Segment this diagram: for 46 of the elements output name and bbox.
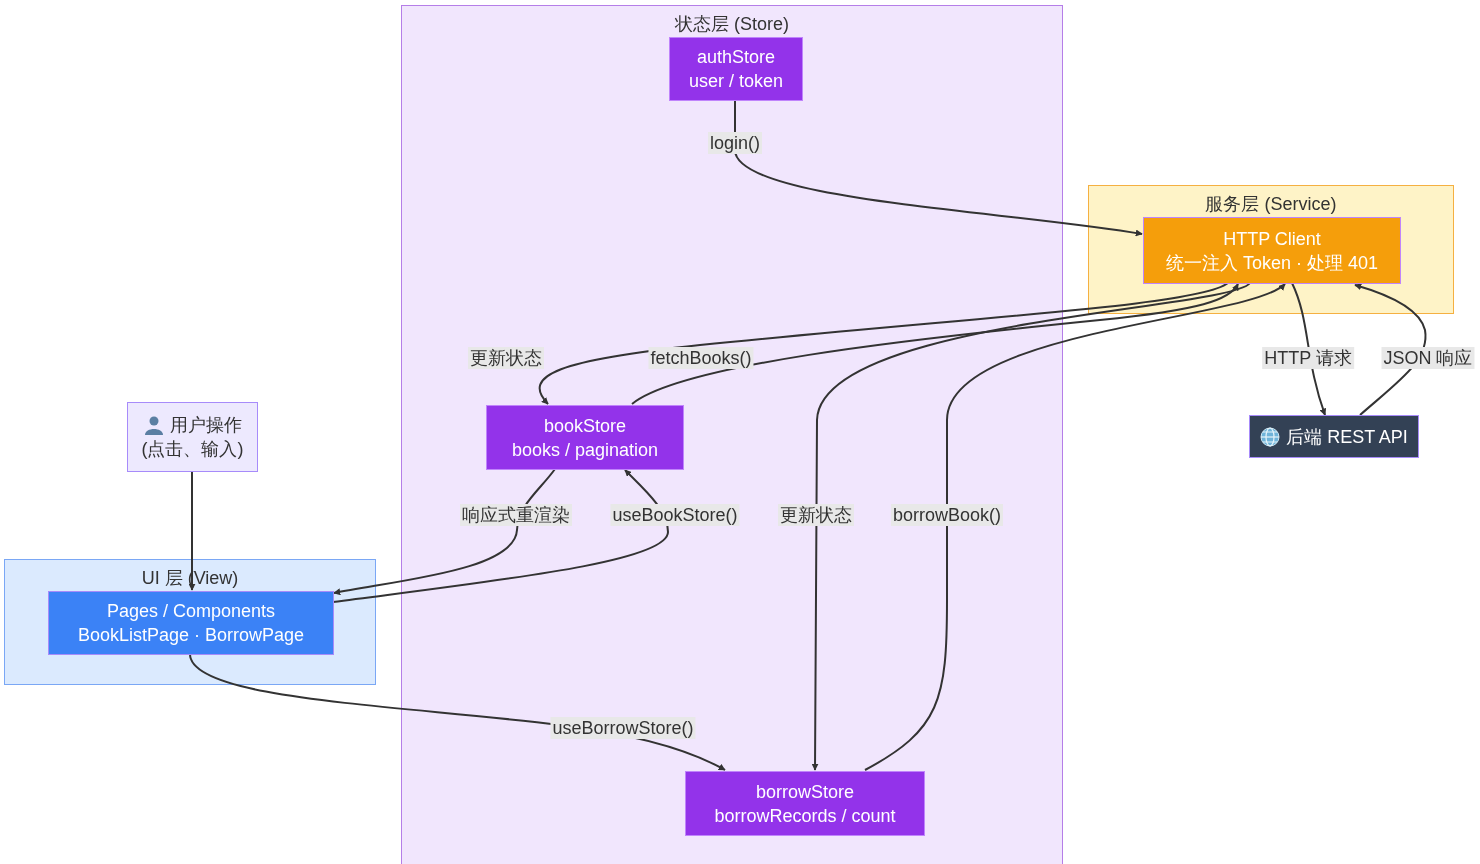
edge-label: login() bbox=[708, 132, 762, 154]
box-subtitle: 统一注入 Token · 处理 401 bbox=[1165, 251, 1379, 275]
arrow bbox=[734, 99, 1143, 237]
process-box bbox=[1249, 415, 1419, 458]
process-box bbox=[486, 405, 684, 470]
edge-label: useBorrowStore() bbox=[550, 717, 696, 739]
box-title: bookStore bbox=[543, 414, 627, 438]
box-title: borrowStore bbox=[755, 780, 854, 804]
layer-title: 服务层 (Service) bbox=[1205, 194, 1337, 214]
edge-label: useBookStore() bbox=[610, 504, 740, 526]
arrow bbox=[864, 283, 1286, 771]
layer-panel bbox=[401, 5, 1063, 864]
process-box bbox=[127, 402, 258, 472]
process-box bbox=[669, 37, 803, 101]
edge-label: 响应式重渲染 bbox=[460, 504, 572, 526]
edge-label: 更新状态 bbox=[468, 347, 544, 369]
box-subtitle: (点击、输入) bbox=[141, 438, 244, 461]
arrow bbox=[332, 469, 669, 603]
process-box bbox=[1143, 217, 1401, 284]
box-title: authStore bbox=[696, 46, 776, 69]
edge-label: 更新状态 bbox=[778, 504, 854, 526]
edge-label: HTTP 请求 bbox=[1262, 347, 1354, 369]
layer-title: 状态层 (Store) bbox=[675, 14, 789, 34]
arrow bbox=[1354, 283, 1427, 416]
arrow bbox=[538, 282, 1229, 405]
box-title: 后端 REST API bbox=[1286, 425, 1408, 449]
box-subtitle: books / pagination bbox=[511, 438, 659, 462]
arrow bbox=[1291, 282, 1327, 416]
arrow bbox=[189, 653, 726, 771]
layer-panel bbox=[1088, 185, 1454, 314]
edge-label: JSON 响应 bbox=[1381, 347, 1475, 369]
layer-panel bbox=[4, 559, 376, 685]
process-box bbox=[685, 771, 925, 836]
arrow bbox=[811, 282, 1251, 771]
edge-label: fetchBooks() bbox=[648, 347, 754, 369]
arrow bbox=[188, 471, 196, 591]
box-subtitle: BookListPage · BorrowPage bbox=[77, 624, 305, 647]
box-title: Pages / Components bbox=[106, 600, 276, 623]
box-subtitle: user / token bbox=[688, 70, 784, 93]
arrow bbox=[333, 468, 556, 596]
edge-label: borrowBook() bbox=[891, 504, 1003, 526]
arrow bbox=[631, 283, 1239, 405]
box-title: HTTP Client bbox=[1223, 227, 1321, 251]
process-box bbox=[48, 591, 334, 655]
box-title: 用户操作 bbox=[169, 414, 242, 437]
box-subtitle: borrowRecords / count bbox=[714, 804, 896, 828]
